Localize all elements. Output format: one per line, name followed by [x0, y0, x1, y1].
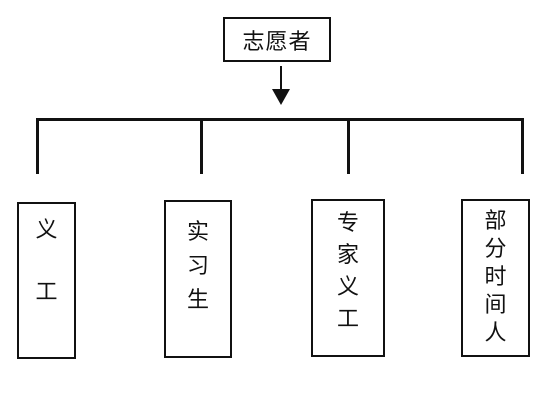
child-node-char: 义: [35, 218, 58, 243]
child-node-char: 时: [484, 265, 507, 290]
child-node-part-time: 部 分 时 间 人: [461, 199, 530, 357]
down-arrow-icon: [272, 89, 290, 105]
child-node-char: 人: [484, 321, 507, 346]
child-node-char: 习: [186, 254, 209, 279]
branch-connector-3: [347, 118, 350, 174]
child-node-volunteer-worker: 义 工: [17, 202, 76, 359]
child-node-char: 专: [336, 211, 359, 236]
arrow-shaft: [280, 66, 282, 92]
branch-connector-2: [200, 118, 203, 174]
child-node-char: 家: [336, 243, 359, 268]
branch-connector-1: [36, 118, 39, 174]
child-node-char: 义: [336, 275, 359, 300]
child-node-char: 实: [186, 220, 209, 245]
child-node-intern: 实 习 生: [164, 200, 232, 358]
child-node-char: 工: [336, 307, 359, 332]
child-node-char: 工: [35, 280, 58, 305]
child-node-char: 间: [484, 293, 507, 318]
root-node-volunteer: 志愿者: [223, 17, 331, 62]
root-node-label: 志愿者: [242, 29, 312, 55]
child-node-char: 分: [484, 237, 507, 262]
branch-connector-horizontal: [36, 118, 524, 121]
branch-connector-4: [521, 118, 524, 174]
child-node-char: 部: [484, 209, 507, 234]
child-node-expert-volunteer: 专 家 义 工: [311, 199, 385, 357]
child-node-char: 生: [186, 288, 209, 313]
